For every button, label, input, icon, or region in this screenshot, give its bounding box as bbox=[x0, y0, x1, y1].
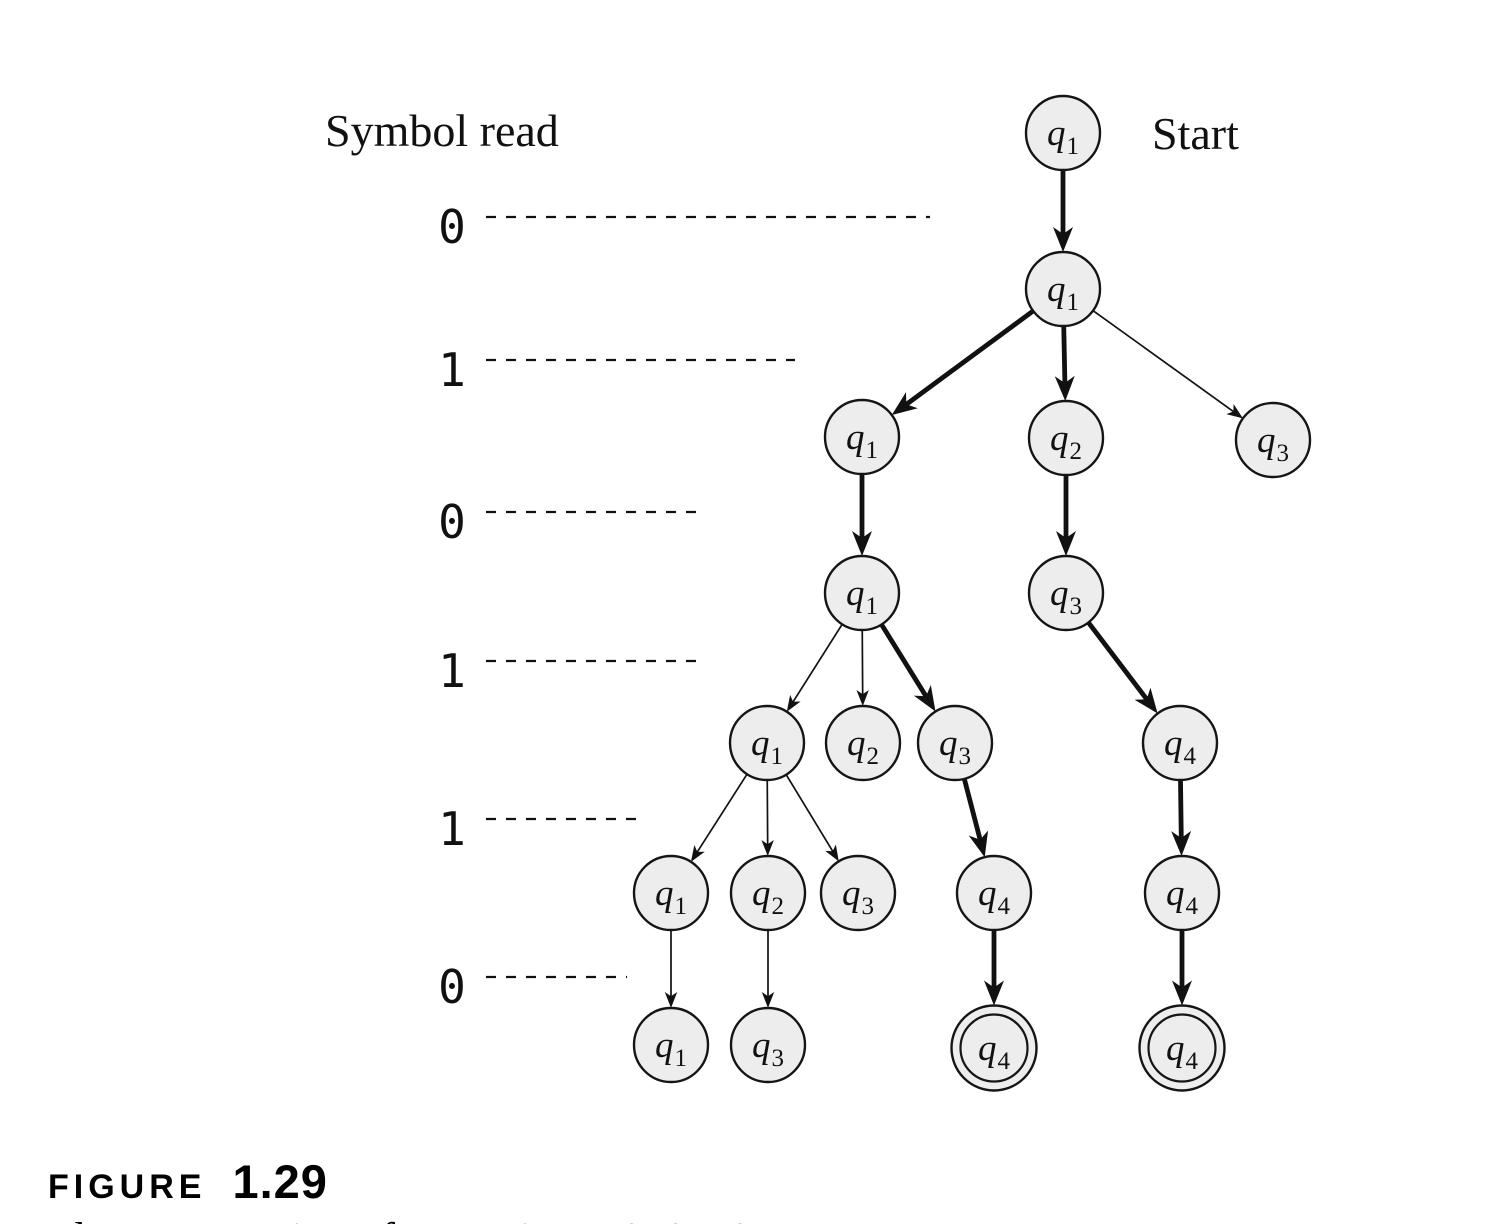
transition-arrow bbox=[1171, 778, 1192, 857]
transition-arrow bbox=[891, 308, 1036, 416]
transition-arrow bbox=[878, 622, 936, 712]
state-circle bbox=[950, 1004, 1038, 1092]
transition-arrow bbox=[786, 622, 844, 712]
accept-state-node: q4 bbox=[950, 1004, 1038, 1092]
state-label: q1 bbox=[846, 573, 878, 620]
state-circle bbox=[1027, 554, 1105, 632]
state-circle bbox=[729, 854, 807, 932]
edges bbox=[664, 169, 1243, 1008]
state-node: q3 bbox=[1027, 554, 1105, 632]
state-circle bbox=[729, 1006, 807, 1084]
state-label: q2 bbox=[752, 873, 784, 920]
state-label: q4 bbox=[1164, 723, 1197, 770]
state-node: q4 bbox=[1141, 704, 1219, 782]
figure-caption: FIGURE 1.29 The computation of N₁ on inpu… bbox=[48, 1154, 1448, 1224]
state-node: q3 bbox=[916, 704, 994, 782]
state-label: q3 bbox=[842, 873, 874, 920]
state-label: q1 bbox=[1047, 113, 1079, 160]
state-node: q2 bbox=[824, 704, 902, 782]
transition-arrow bbox=[784, 773, 839, 862]
symbol-read-value: 0 bbox=[438, 960, 466, 1014]
state-node: q3 bbox=[819, 854, 897, 932]
symbol-rows: 0 1 0 1 1 0 bbox=[438, 200, 930, 1014]
symbol-read-title: Symbol read bbox=[325, 105, 559, 156]
state-label: q4 bbox=[1166, 1028, 1199, 1075]
transition-arrow bbox=[961, 777, 989, 858]
state-circle bbox=[728, 704, 806, 782]
state-circle bbox=[632, 854, 710, 932]
state-node: q2 bbox=[729, 854, 807, 932]
symbol-read-value: 1 bbox=[438, 644, 466, 698]
state-node: q1 bbox=[632, 1006, 710, 1084]
state-label: q3 bbox=[1050, 573, 1082, 620]
state-node: q1 bbox=[823, 554, 901, 632]
transition-arrow bbox=[1085, 620, 1158, 714]
symbol-read-value: 0 bbox=[438, 200, 466, 254]
transition-arrow bbox=[1091, 309, 1243, 419]
state-circle bbox=[1024, 250, 1102, 328]
accept-inner-circle bbox=[959, 1013, 1029, 1083]
state-label: q1 bbox=[751, 723, 783, 770]
state-node: q2 bbox=[1027, 399, 1105, 477]
state-node: q1 bbox=[1024, 250, 1102, 328]
state-node: q3 bbox=[729, 1006, 807, 1084]
state-node: q1 bbox=[728, 704, 806, 782]
state-node: q1 bbox=[823, 398, 901, 476]
state-circle bbox=[1027, 399, 1105, 477]
state-label: q4 bbox=[1166, 873, 1199, 920]
state-node: q1 bbox=[632, 854, 710, 932]
state-circle bbox=[823, 554, 901, 632]
state-label: q1 bbox=[655, 873, 687, 920]
state-label: q2 bbox=[1050, 418, 1082, 465]
state-circle bbox=[955, 854, 1033, 932]
state-circle bbox=[1143, 854, 1221, 932]
state-node: q4 bbox=[955, 854, 1033, 932]
transition-arrow bbox=[1054, 324, 1075, 402]
figure-label: FIGURE bbox=[48, 1168, 207, 1206]
state-label: q4 bbox=[978, 873, 1011, 920]
state-label: q2 bbox=[847, 723, 879, 770]
state-label: q4 bbox=[978, 1028, 1011, 1075]
state-node: q4 bbox=[1143, 854, 1221, 932]
state-circle bbox=[824, 704, 902, 782]
state-label: q3 bbox=[1257, 420, 1289, 467]
symbol-read-value: 0 bbox=[438, 495, 466, 549]
state-label: q1 bbox=[1047, 269, 1079, 316]
state-circle bbox=[819, 854, 897, 932]
symbol-read-value: 1 bbox=[438, 802, 466, 856]
figure-number: 1.29 bbox=[232, 1155, 328, 1208]
state-circle bbox=[823, 398, 901, 476]
state-circle bbox=[916, 704, 994, 782]
state-circle bbox=[632, 1006, 710, 1084]
accept-inner-circle bbox=[1147, 1013, 1217, 1083]
state-label: q3 bbox=[752, 1025, 784, 1072]
state-label: q3 bbox=[939, 723, 971, 770]
state-label: q1 bbox=[846, 417, 878, 464]
figure-caption-heading: FIGURE 1.29 bbox=[48, 1154, 1448, 1209]
start-label: Start bbox=[1152, 108, 1239, 159]
transition-arrow bbox=[690, 772, 749, 862]
nodes: q1 q1 q1 q2 q3 q1 q3 q1 q2 q3 q4 q1 q2 q3 q4 q4 q1 q3 q4 q4 bbox=[632, 94, 1312, 1092]
state-circle bbox=[1024, 94, 1102, 172]
state-node: q1 bbox=[1024, 94, 1102, 172]
state-circle bbox=[1141, 704, 1219, 782]
state-label: q1 bbox=[655, 1025, 687, 1072]
state-circle bbox=[1138, 1004, 1226, 1092]
state-node: q3 bbox=[1234, 401, 1312, 479]
accept-state-node: q4 bbox=[1138, 1004, 1226, 1092]
state-circle bbox=[1234, 401, 1312, 479]
symbol-read-value: 1 bbox=[438, 343, 466, 397]
